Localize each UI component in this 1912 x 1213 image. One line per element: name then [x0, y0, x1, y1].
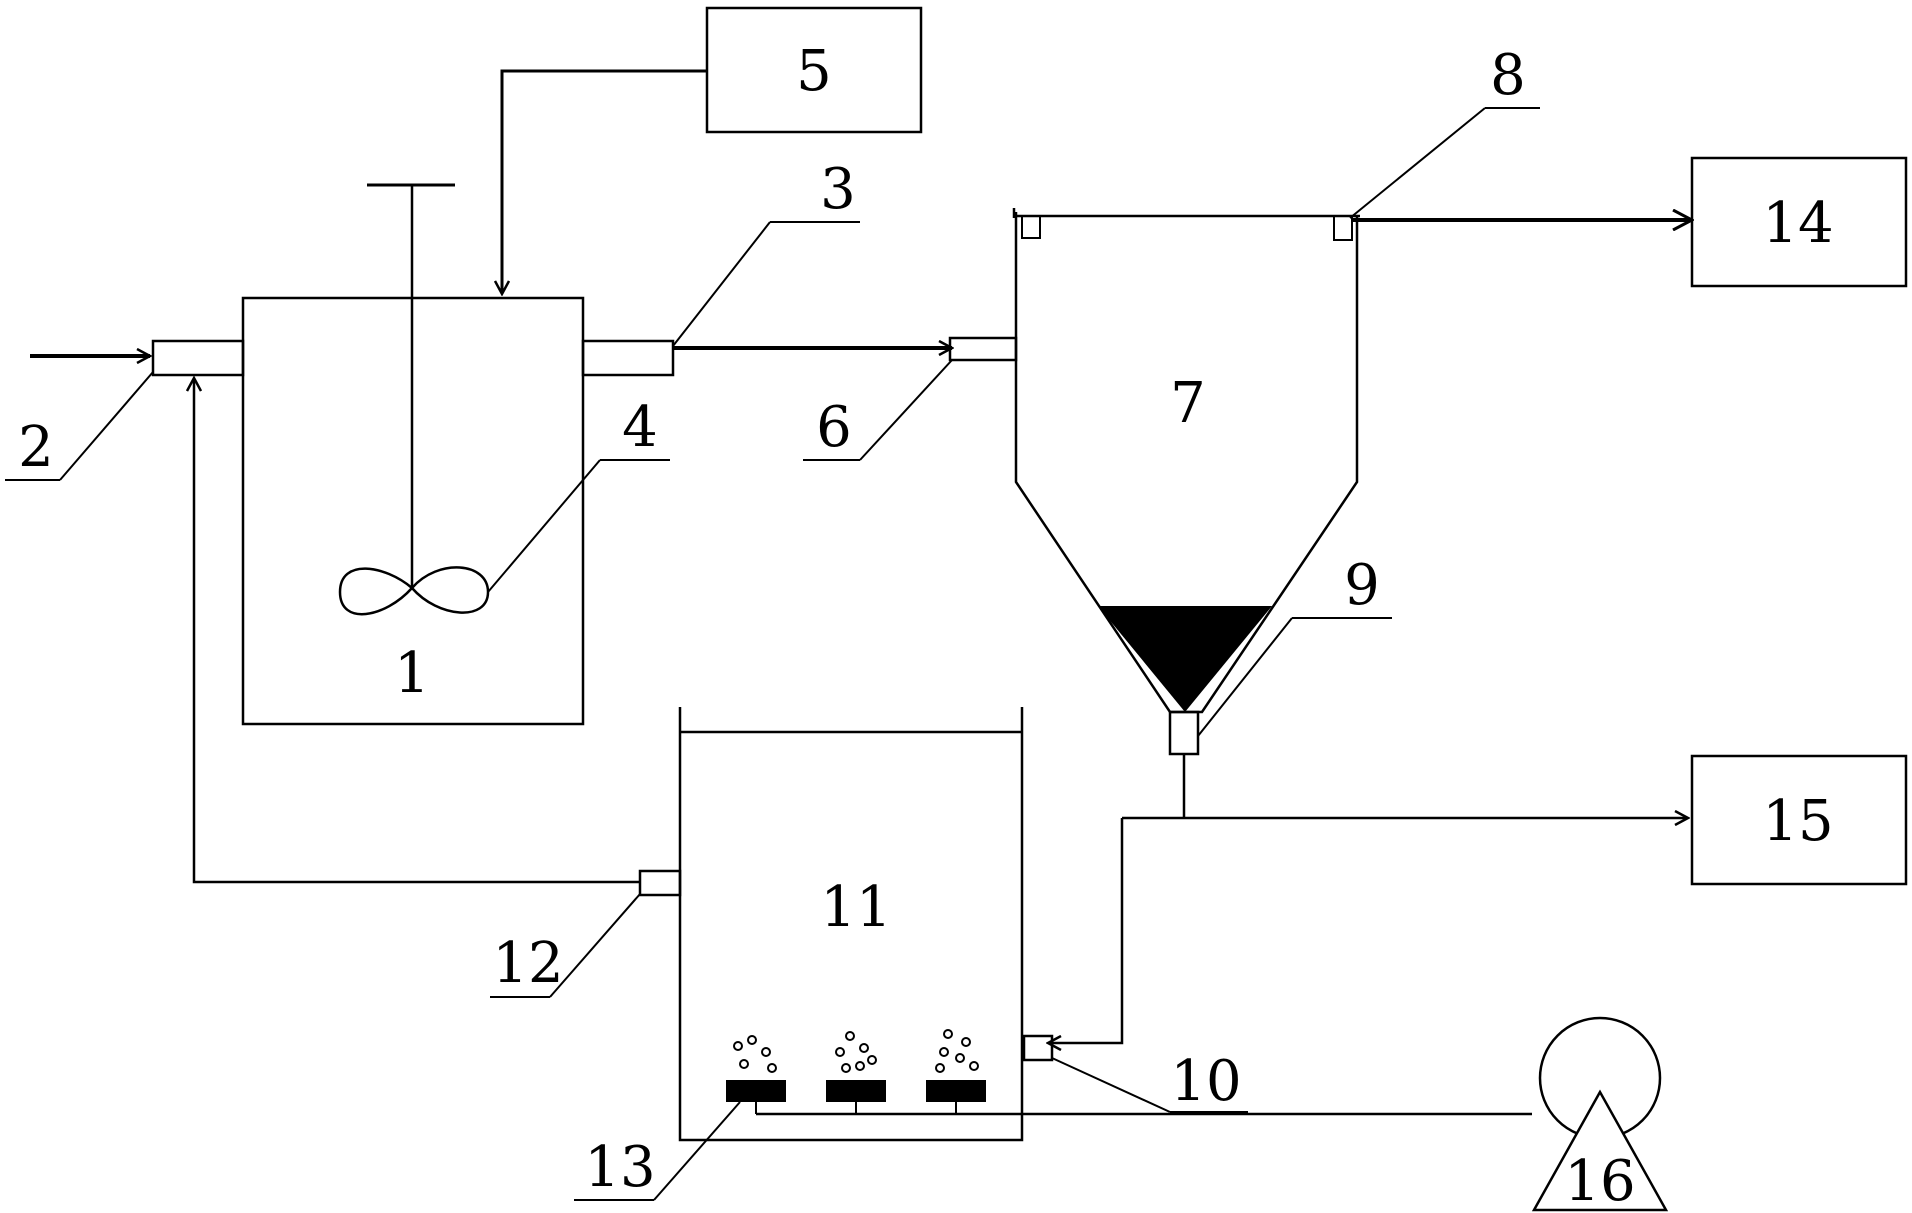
outlet-8	[1333, 107, 1692, 241]
label-10: 10	[1170, 1049, 1241, 1114]
impeller-icon	[338, 566, 490, 616]
aerators-13	[574, 1029, 1532, 1201]
blower-16	[1531, 1016, 1669, 1212]
label-9: 9	[1344, 553, 1380, 618]
impeller-leader-4	[487, 459, 670, 593]
label-7: 7	[1170, 371, 1206, 436]
label-3: 3	[820, 157, 856, 222]
outlet-pipe-3	[581, 221, 952, 377]
label-5: 5	[796, 39, 832, 104]
stirrer	[338, 183, 490, 616]
sludge-outlet-9	[1048, 617, 1688, 1043]
aerator-diffuser-3	[926, 1029, 986, 1114]
label-15: 15	[1762, 789, 1833, 854]
label-13: 13	[584, 1135, 655, 1200]
inlet-10	[1022, 1034, 1248, 1113]
aerator-diffuser-2	[826, 1031, 886, 1114]
aeration-tank-11	[678, 707, 1024, 1142]
settling-tank-7	[1012, 208, 1360, 756]
label-14: 14	[1762, 191, 1833, 256]
label-8: 8	[1490, 43, 1526, 108]
outlet-pipe-12	[194, 378, 682, 998]
label-6: 6	[816, 395, 852, 460]
label-16: 16	[1564, 1149, 1635, 1213]
label-2: 2	[18, 415, 54, 480]
dosing-box-5	[502, 6, 923, 294]
label-1: 1	[394, 641, 430, 706]
label-4: 4	[622, 395, 658, 460]
sludge-layer	[1098, 606, 1272, 712]
box-14	[1690, 156, 1908, 288]
label-11: 11	[820, 875, 891, 940]
inlet-pipe-6	[803, 336, 1018, 461]
inlet-pipe-2	[5, 339, 245, 481]
label-12: 12	[492, 931, 563, 996]
box-15	[1690, 754, 1908, 886]
aerator-diffuser-1	[726, 1035, 786, 1114]
